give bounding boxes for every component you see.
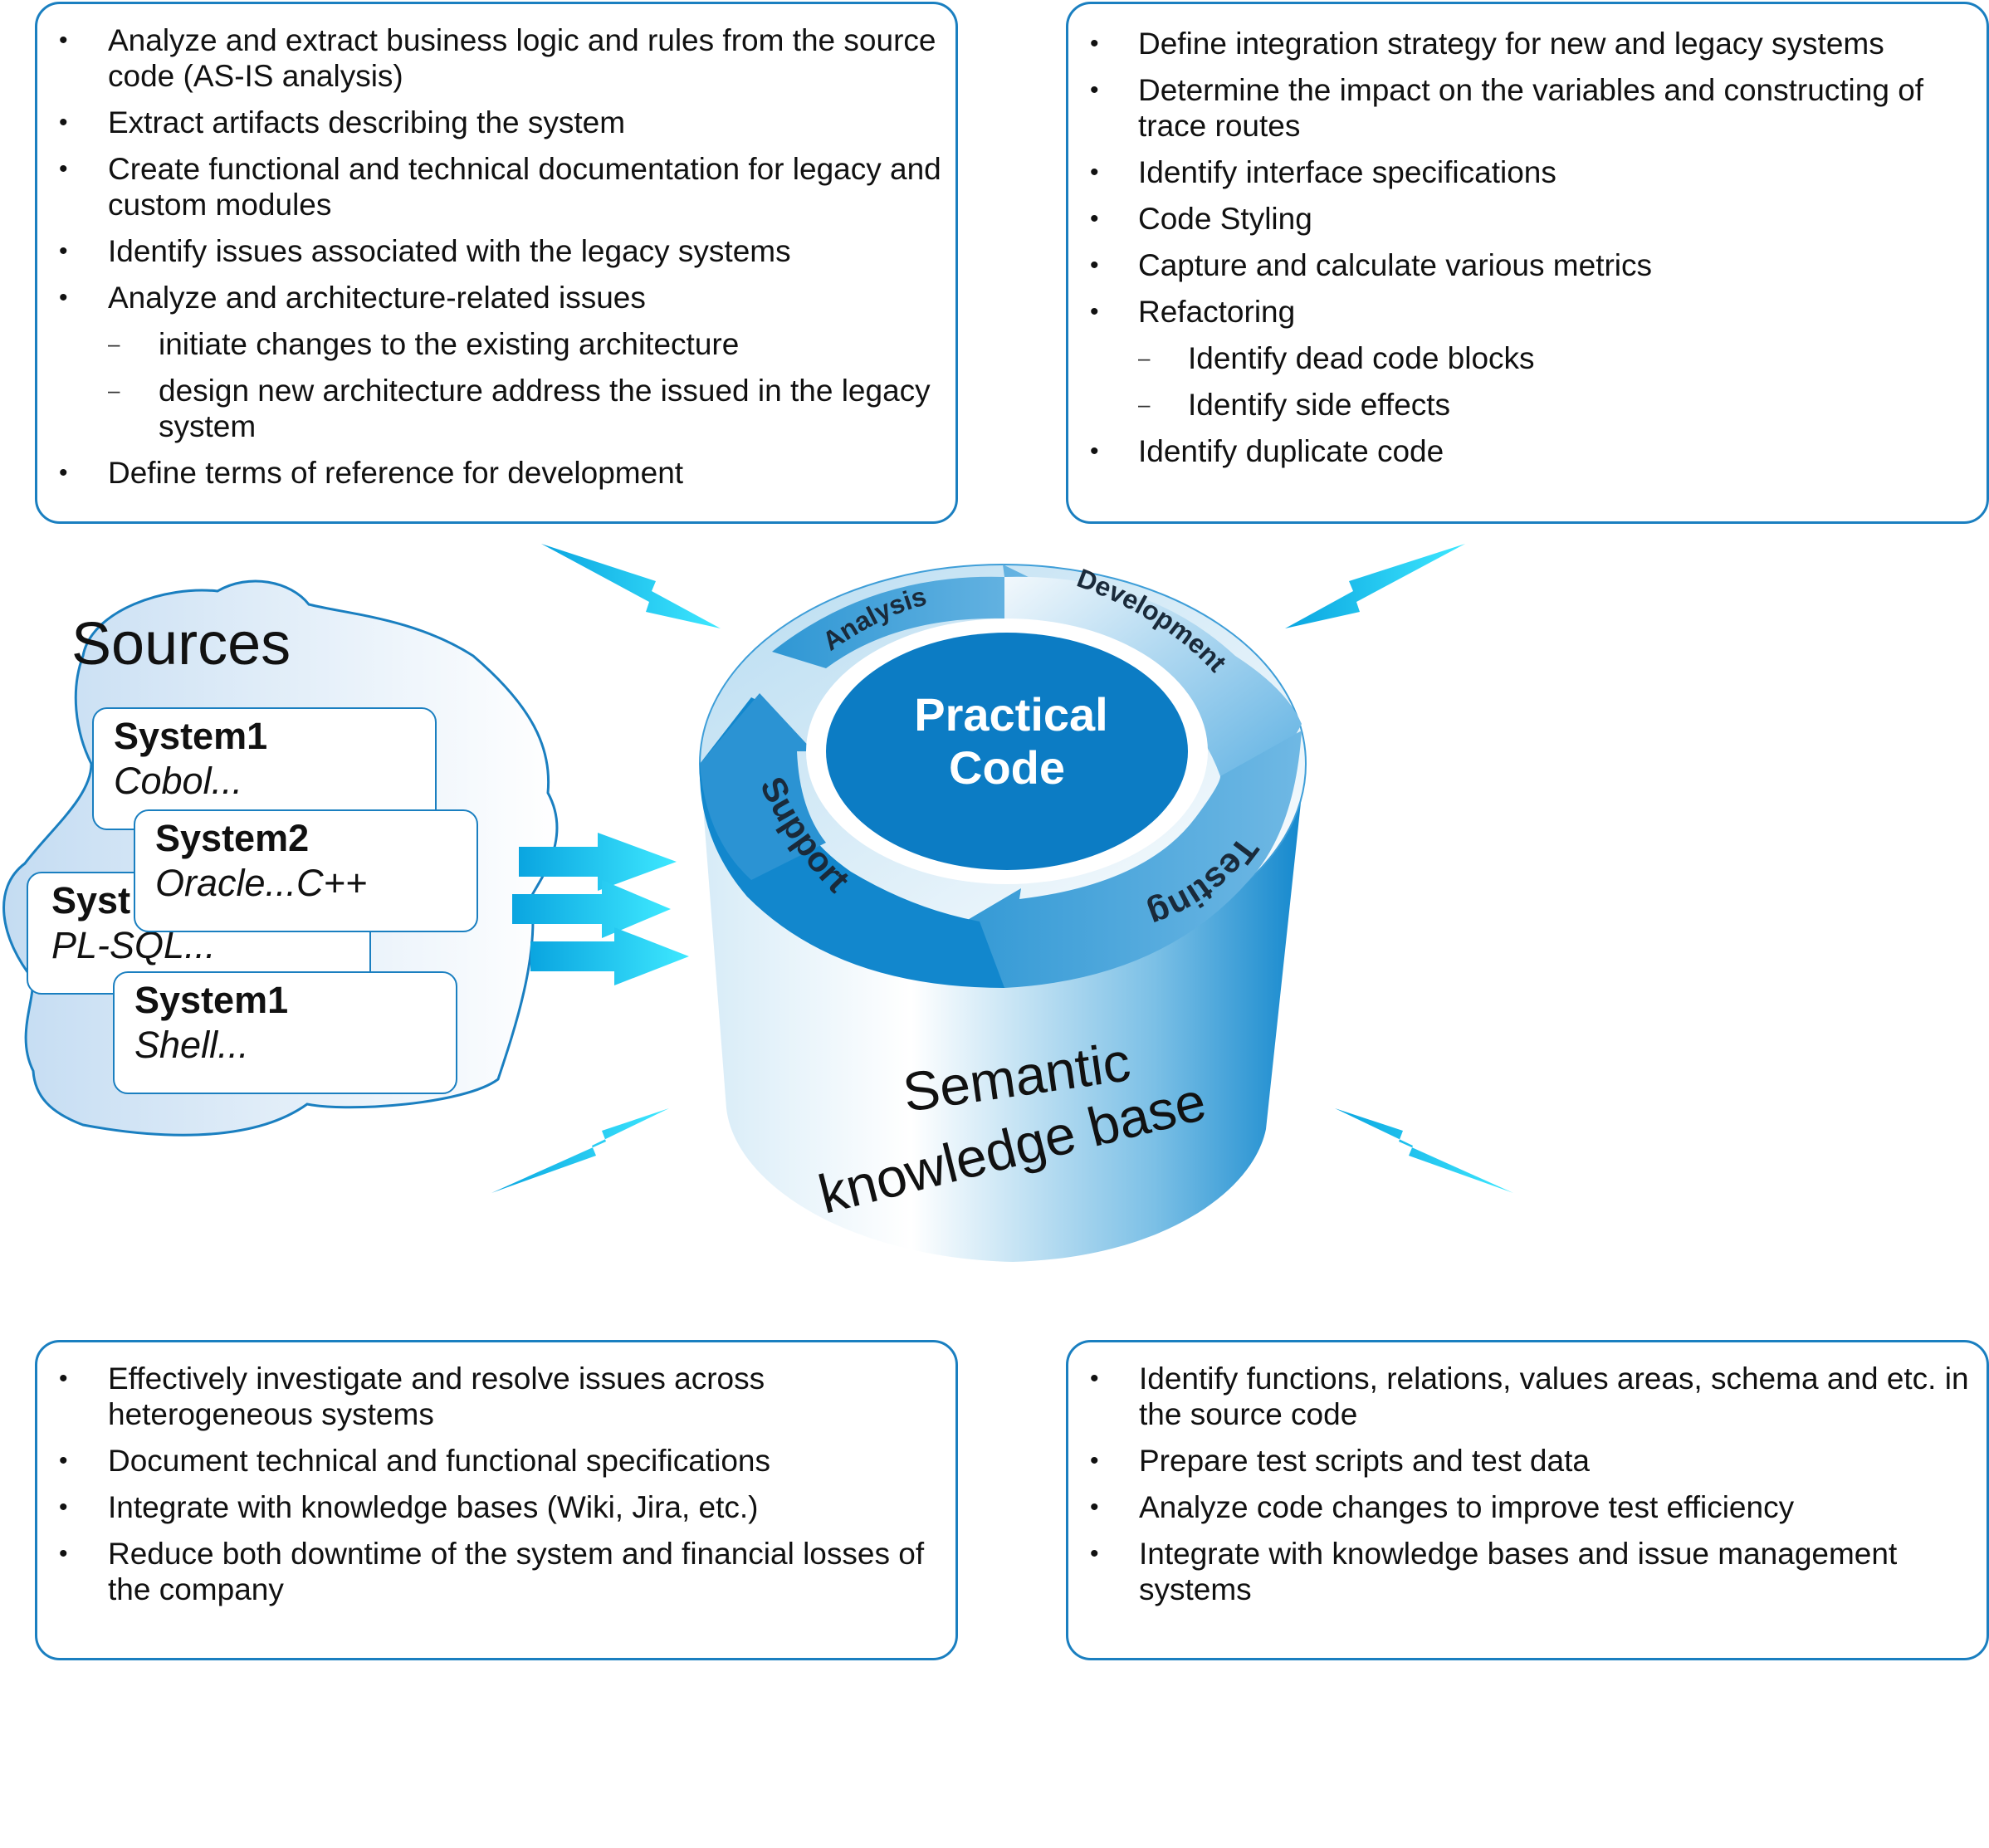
lightning-arrow-bottom-right <box>1335 1108 1513 1193</box>
input-arrow-1 <box>519 833 677 891</box>
bullet-icon: • <box>1090 438 1099 465</box>
dash-icon: – <box>1138 345 1151 370</box>
analysis-tasks-box: •Analyze and extract business logic and … <box>35 2 958 524</box>
segment-support-head <box>700 693 826 880</box>
segment-support <box>699 697 1004 988</box>
bullet-icon: • <box>1090 159 1099 186</box>
system-card-oracle: System2 Oracle...C++ <box>134 809 478 932</box>
list-item: •Create functional and technical documen… <box>59 152 941 222</box>
input-arrows <box>512 833 689 985</box>
list-item: •Prepare test scripts and test data <box>1090 1444 1590 1478</box>
bullet-icon: • <box>59 284 68 311</box>
list-subitem: –initiate changes to the existing archit… <box>108 327 740 361</box>
dash-icon: – <box>108 331 120 356</box>
list-item: •Refactoring <box>1090 295 1296 329</box>
list-item: •Define integration strategy for new and… <box>1090 27 1884 61</box>
bullet-icon: • <box>1090 1447 1099 1474</box>
testing-tasks-box: •Identify functions, relations, values a… <box>1066 1340 1989 1660</box>
segment-analysis <box>772 565 1063 668</box>
list-subitem: –Identify dead code blocks <box>1138 341 1535 375</box>
support-tasks-box: •Effectively investigate and resolve iss… <box>35 1340 958 1660</box>
bullet-icon: • <box>1090 1494 1099 1521</box>
dash-icon: – <box>1138 392 1151 417</box>
lightning-arrows <box>491 544 1513 1193</box>
list-item: •Determine the impact on the variables a… <box>1090 73 1924 143</box>
dash-icon: – <box>108 378 120 403</box>
bullet-icon: • <box>59 109 68 136</box>
system-name: System1 <box>114 715 268 757</box>
list-item: •Identify interface specifications <box>1090 155 1557 189</box>
system-language: Cobol... <box>114 760 243 802</box>
bullet-icon: • <box>59 1494 68 1521</box>
lightning-arrow-bottom-left <box>491 1108 669 1193</box>
input-arrow-2 <box>512 880 671 938</box>
practical-code-line1: Practical <box>914 688 1108 741</box>
segment-testing <box>934 731 1302 988</box>
development-tasks-box: •Define integration strategy for new and… <box>1066 2 1989 524</box>
bullet-icon: • <box>59 459 68 486</box>
bullet-icon: • <box>1090 76 1099 104</box>
list-item: •Effectively investigate and resolve iss… <box>59 1362 765 1431</box>
list-item: •Document technical and functional speci… <box>59 1444 771 1478</box>
input-arrow-3 <box>530 927 689 985</box>
bullet-icon: • <box>59 27 68 54</box>
list-item: •Analyze and architecture-related issues <box>59 281 646 315</box>
list-item: •Extract artifacts describing the system <box>59 105 626 139</box>
bullet-icon: • <box>59 237 68 265</box>
system-name: Syst <box>51 879 131 922</box>
list-item: •Identify functions, relations, values a… <box>1090 1362 1969 1431</box>
lightning-arrow-top-left <box>541 544 721 628</box>
list-item: •Analyze code changes to improve test ef… <box>1090 1490 1795 1524</box>
bullet-icon: • <box>59 155 68 183</box>
system-name: System2 <box>155 817 310 859</box>
lightning-arrow-top-right <box>1285 544 1465 628</box>
bullet-icon: • <box>1090 30 1099 57</box>
list-item: •Code Styling <box>1090 202 1312 236</box>
bullet-icon: • <box>59 1447 68 1474</box>
bullet-icon: • <box>1090 252 1099 279</box>
practical-code-line2: Code <box>949 741 1065 794</box>
bullet-icon: • <box>1090 1540 1099 1567</box>
bullet-icon: • <box>59 1540 68 1567</box>
list-subitem: –Identify side effects <box>1138 388 1451 422</box>
list-item: •Identify issues associated with the leg… <box>59 234 791 268</box>
bullet-icon: • <box>1090 1365 1099 1392</box>
list-item: •Define terms of reference for developme… <box>59 456 684 490</box>
sources-title: Sources <box>71 611 291 677</box>
list-item: •Identify duplicate code <box>1090 434 1444 468</box>
bullet-icon: • <box>1090 205 1099 232</box>
practical-code-core <box>826 633 1188 870</box>
list-item: •Analyze and extract business logic and … <box>59 23 936 93</box>
list-item: •Capture and calculate various metrics <box>1090 248 1653 282</box>
system-language: Oracle...C++ <box>155 862 368 904</box>
list-item: •Integrate with knowledge bases (Wiki, J… <box>59 1490 759 1524</box>
list-item: •Integrate with knowledge bases and issu… <box>1090 1537 1898 1606</box>
system-name: System1 <box>134 979 289 1021</box>
bullet-icon: • <box>1090 298 1099 325</box>
system-language: Shell... <box>134 1024 249 1066</box>
system-card-shell: System1 Shell... <box>113 971 457 1094</box>
list-item: •Reduce both downtime of the system and … <box>59 1537 925 1606</box>
bullet-icon: • <box>59 1365 68 1392</box>
list-subitem: –design new architecture address the iss… <box>108 374 931 443</box>
